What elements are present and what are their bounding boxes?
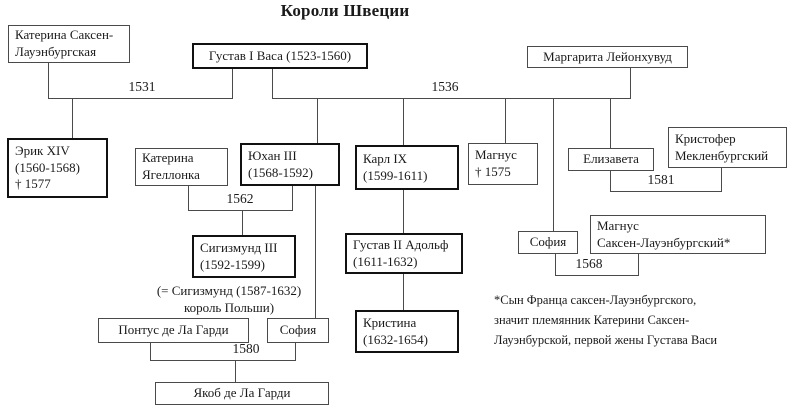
marriage-year-1536: 1536 bbox=[431, 79, 459, 94]
line-1568-horizontal bbox=[555, 275, 639, 276]
node-kristofer-meklenburgsky: Кристофер Мекленбургский bbox=[668, 127, 787, 168]
line-juhan-to-sofia-left bbox=[315, 186, 316, 318]
note-sigizmund-poland: (= Сигизмунд (1587-1632) король Польши) bbox=[156, 283, 302, 315]
node-gustav-i-vasa: Густав I Васа (1523-1560) bbox=[192, 43, 368, 69]
line-1580-from-sofia-left bbox=[295, 343, 296, 360]
line-1536-horizontal bbox=[272, 98, 631, 99]
line-1581-horizontal bbox=[610, 191, 722, 192]
footnote-magnus-asterisk: *Сын Франца саксен-Лауэнбургского, значи… bbox=[494, 293, 718, 347]
line-1568-from-magnus-sl bbox=[638, 254, 639, 275]
node-sofia-right: София bbox=[518, 231, 578, 254]
line-1568-from-sofia bbox=[555, 254, 556, 275]
node-juhan-iii: Юхан III (1568-1592) bbox=[240, 143, 340, 186]
node-sigizmund-iii: Сигизмунд III (1592-1599) bbox=[192, 235, 296, 278]
marriage-year-1568: 1568 bbox=[575, 256, 603, 271]
line-1581-from-elizaveta bbox=[610, 171, 611, 191]
line-1562-horizontal bbox=[188, 210, 293, 211]
line-1562-from-katerina-jag bbox=[188, 186, 189, 210]
line-1580-horizontal bbox=[150, 360, 296, 361]
line-1580-from-pontus bbox=[150, 343, 151, 360]
line-1531-from-gustav bbox=[232, 69, 233, 98]
line-1531-from-katerina bbox=[48, 63, 49, 98]
line-1562-to-sigizmund bbox=[242, 210, 243, 235]
line-karl-to-gustav-ii bbox=[403, 190, 404, 233]
line-1531-horizontal bbox=[48, 98, 233, 99]
node-pontus-de-la-gardie: Понтус де Ла Гарди bbox=[98, 318, 249, 343]
node-magnus-saksen-lauenburgsky: Магнус Саксен-Лауэнбургский* bbox=[590, 215, 766, 254]
node-magnus-d1575: Магнус † 1575 bbox=[468, 143, 538, 185]
node-gustav-ii-adolf: Густав II Адольф (1611-1632) bbox=[345, 233, 463, 274]
line-gustav-ii-to-kristina bbox=[403, 274, 404, 310]
marriage-year-1531: 1531 bbox=[128, 79, 156, 94]
line-1536-to-magnus bbox=[505, 98, 506, 143]
node-kristina: Кристина (1632-1654) bbox=[355, 310, 459, 353]
line-1536-from-gustav bbox=[272, 69, 273, 98]
line-1536-to-elizaveta bbox=[610, 98, 611, 148]
node-margarita-leyonhuvud: Маргарита Лейонхувуд bbox=[527, 46, 688, 68]
marriage-year-1562: 1562 bbox=[226, 191, 254, 206]
page-title: Короли Швеции bbox=[280, 1, 410, 20]
node-karl-ix: Карл IX (1599-1611) bbox=[355, 145, 459, 190]
marriage-year-1581: 1581 bbox=[647, 172, 675, 187]
line-1580-to-jakob bbox=[235, 360, 236, 382]
node-elizaveta: Елизавета bbox=[568, 148, 654, 171]
line-1536-to-sofia bbox=[553, 98, 554, 231]
marriage-year-1580: 1580 bbox=[232, 341, 260, 356]
node-sofia-left: София bbox=[267, 318, 329, 343]
line-1536-to-karl bbox=[403, 98, 404, 145]
line-1581-from-kristofer bbox=[721, 168, 722, 191]
node-katerina-saksen-lauenburgskaya: Катерина Саксен- Лауэнбургская bbox=[8, 25, 130, 63]
line-1536-to-juhan bbox=[317, 98, 318, 143]
node-jakob-de-la-gardie: Якоб де Ла Гарди bbox=[155, 382, 329, 405]
line-1562-from-juhan bbox=[292, 186, 293, 210]
line-1531-to-erik bbox=[72, 98, 73, 138]
node-katerina-yagellonka: Катерина Ягеллонка bbox=[135, 148, 228, 186]
node-erik-xiv: Эрик XIV (1560-1568) † 1577 bbox=[7, 138, 108, 198]
line-1536-from-margarita bbox=[630, 68, 631, 98]
